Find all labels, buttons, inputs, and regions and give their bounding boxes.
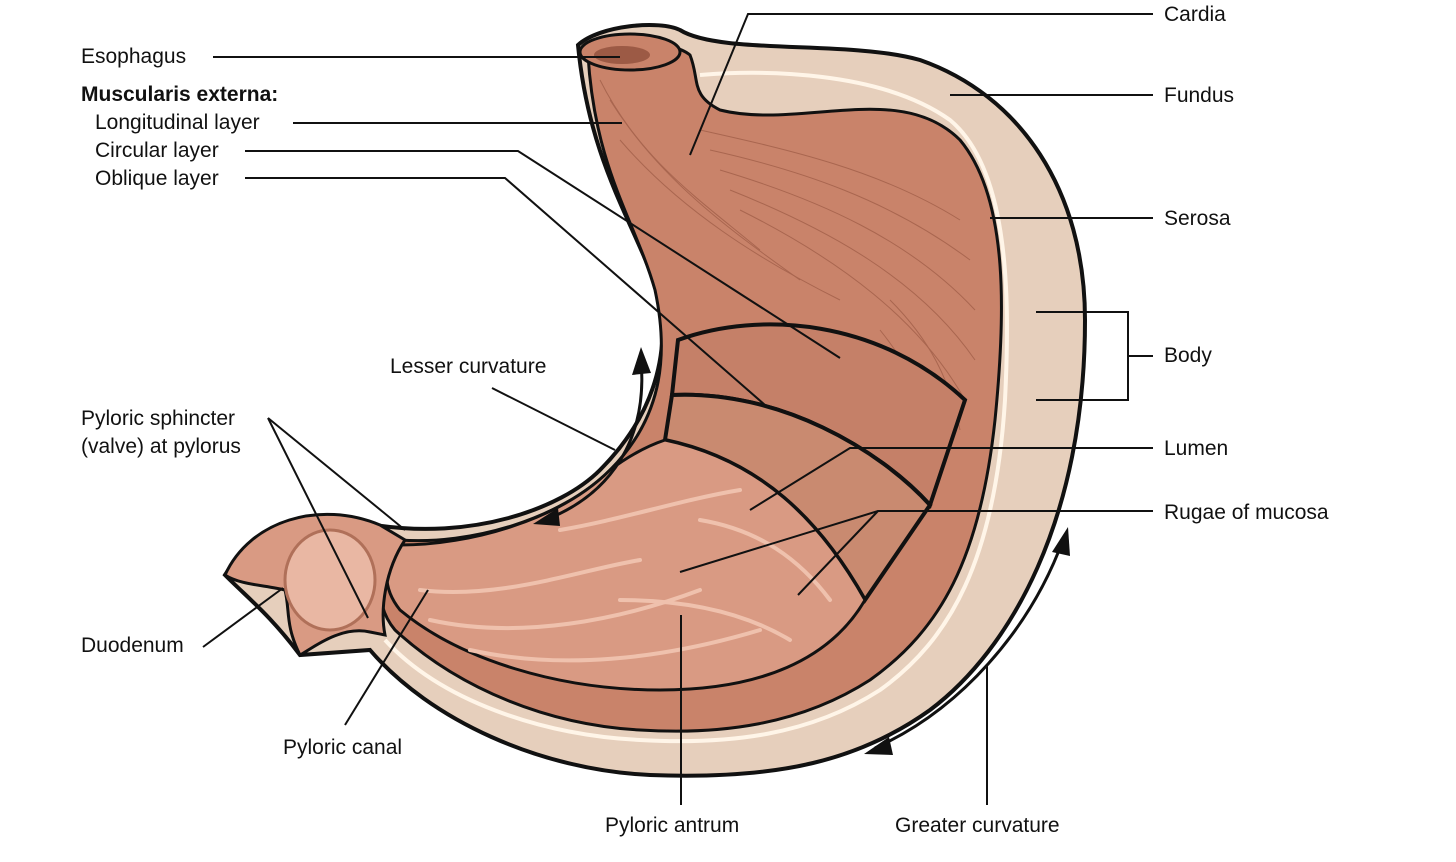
label-pyloric-sphincter-line2: (valve) at pylorus <box>81 435 241 458</box>
greater-curvature-arrow <box>864 527 1070 755</box>
label-body: Body <box>1164 344 1212 367</box>
leader-circular <box>245 150 841 359</box>
rugae-folds <box>418 488 832 663</box>
label-lesser-curvature: Lesser curvature <box>390 355 547 378</box>
label-oblique-layer: Oblique layer <box>95 167 219 190</box>
lesser-curvature-arrow <box>533 347 651 526</box>
leader-lumen <box>749 447 1153 511</box>
label-muscularis-externa: Muscularis externa: <box>81 83 279 106</box>
leader-pyloric-canal <box>344 589 429 726</box>
label-duodenum: Duodenum <box>81 634 184 657</box>
label-circular-layer: Circular layer <box>95 139 219 162</box>
label-fundus: Fundus <box>1164 84 1235 107</box>
leader-oblique <box>245 177 766 406</box>
muscle-fibers <box>599 79 976 471</box>
label-greater-curvature: Greater curvature <box>895 814 1060 837</box>
leader-pyloric-sphincter-2 <box>267 417 369 619</box>
label-longitudinal-layer: Longitudinal layer <box>95 111 260 134</box>
label-rugae-of-mucosa: Rugae of mucosa <box>1164 501 1329 524</box>
label-pyloric-canal: Pyloric canal <box>283 736 403 759</box>
label-cardia: Cardia <box>1164 3 1226 26</box>
leader-lines <box>202 13 1153 805</box>
duodenum-opening <box>283 528 377 632</box>
esophagus-lumen <box>594 46 650 64</box>
leader-rugae-2 <box>797 510 879 596</box>
leader-pyloric-sphincter-1 <box>267 417 406 531</box>
label-pyloric-antrum: Pyloric antrum <box>605 814 740 837</box>
serosa-line <box>383 70 1009 744</box>
leader-lesser-curvature <box>491 387 616 451</box>
leader-duodenum <box>202 587 284 648</box>
label-esophagus: Esophagus <box>81 45 187 68</box>
leader-cardia <box>689 13 1153 156</box>
label-pyloric-sphincter-line1: Pyloric sphincter <box>81 407 236 430</box>
label-serosa: Serosa <box>1164 207 1231 230</box>
label-lumen: Lumen <box>1164 437 1229 460</box>
